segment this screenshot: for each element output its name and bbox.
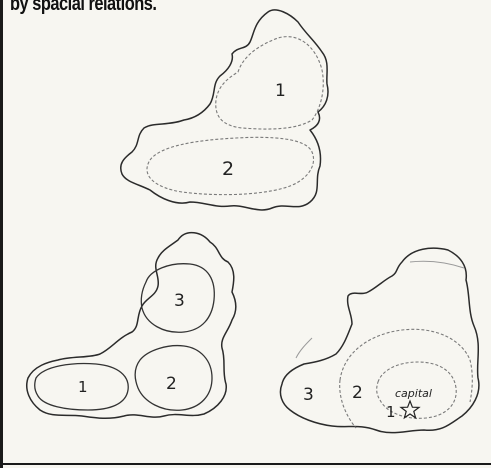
star-icon <box>401 401 419 418</box>
figure-bottom-right-region-2-label: 2 <box>352 383 363 403</box>
figure-top: 1 2 <box>121 10 328 210</box>
figure-top-region-2-label: 2 <box>222 158 234 180</box>
figure-bottom-right-top-line <box>410 261 464 268</box>
figure-bottom-left: 3 1 2 <box>27 233 236 419</box>
figure-bottom-left-region-3-label: 3 <box>174 291 185 311</box>
capital-label: capital <box>395 387 432 400</box>
bottom-border-rule <box>0 463 491 465</box>
figure-bottom-left-outline <box>27 233 236 419</box>
figure-top-region-1-boundary <box>216 37 324 129</box>
figure-bottom-right-region-1-label: 1 <box>386 403 396 421</box>
figure-bottom-left-region-1-label: 1 <box>78 378 88 396</box>
figure-bottom-right-left-tick <box>296 338 312 358</box>
figure-bottom-left-region-2-label: 2 <box>166 374 177 394</box>
figure-bottom-right-region-3-label: 3 <box>303 385 314 405</box>
figure-bottom-right: 3 2 1 capital <box>280 248 478 432</box>
figure-top-region-1-label: 1 <box>275 81 286 101</box>
